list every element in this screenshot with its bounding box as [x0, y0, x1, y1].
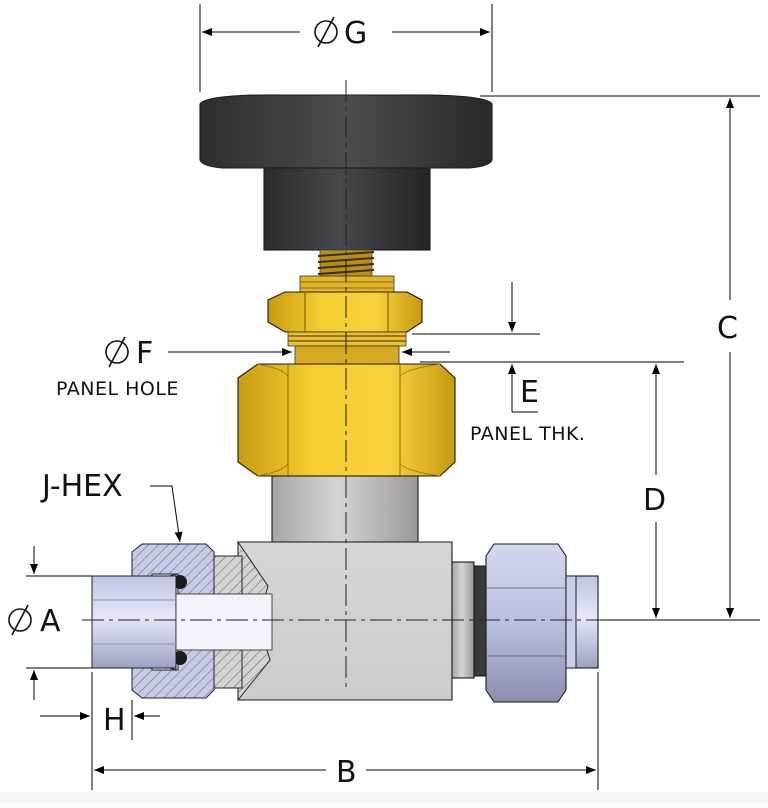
- label-d: D: [643, 483, 666, 518]
- diameter-symbol-f: [105, 336, 129, 368]
- label-c: C: [717, 311, 738, 346]
- label-h: H: [103, 703, 126, 738]
- panel-nut: [267, 275, 423, 365]
- dimension-d: D: [420, 361, 684, 618]
- dimension-h: H: [40, 672, 160, 790]
- right-tube-fitting: [473, 543, 599, 703]
- label-g: G: [344, 16, 367, 51]
- diameter-symbol-a: [8, 604, 32, 636]
- label-b: B: [336, 755, 357, 790]
- bottom-strip: [0, 792, 768, 803]
- dimension-dia-g: G: [199, 4, 493, 92]
- dimension-e: E PANEL THK.: [412, 282, 585, 445]
- dimension-c: C: [480, 95, 760, 621]
- dimension-j-hex: J-HEX: [40, 469, 183, 543]
- label-e: E: [520, 375, 539, 410]
- label-panel-hole: PANEL HOLE: [56, 378, 179, 400]
- label-a: A: [40, 604, 61, 639]
- diameter-symbol-g: [314, 16, 338, 48]
- label-j-hex: J-HEX: [40, 469, 123, 504]
- label-panel-thk: PANEL THK.: [470, 423, 585, 445]
- left-tube-fitting: [91, 543, 273, 699]
- label-f: F: [136, 336, 153, 371]
- valve-neck: [271, 475, 419, 543]
- valve-body: [237, 540, 475, 702]
- dimension-b: B: [94, 672, 599, 790]
- dimension-dia-f: F PANEL HOLE: [56, 336, 450, 400]
- dimension-dia-a: A: [8, 546, 92, 700]
